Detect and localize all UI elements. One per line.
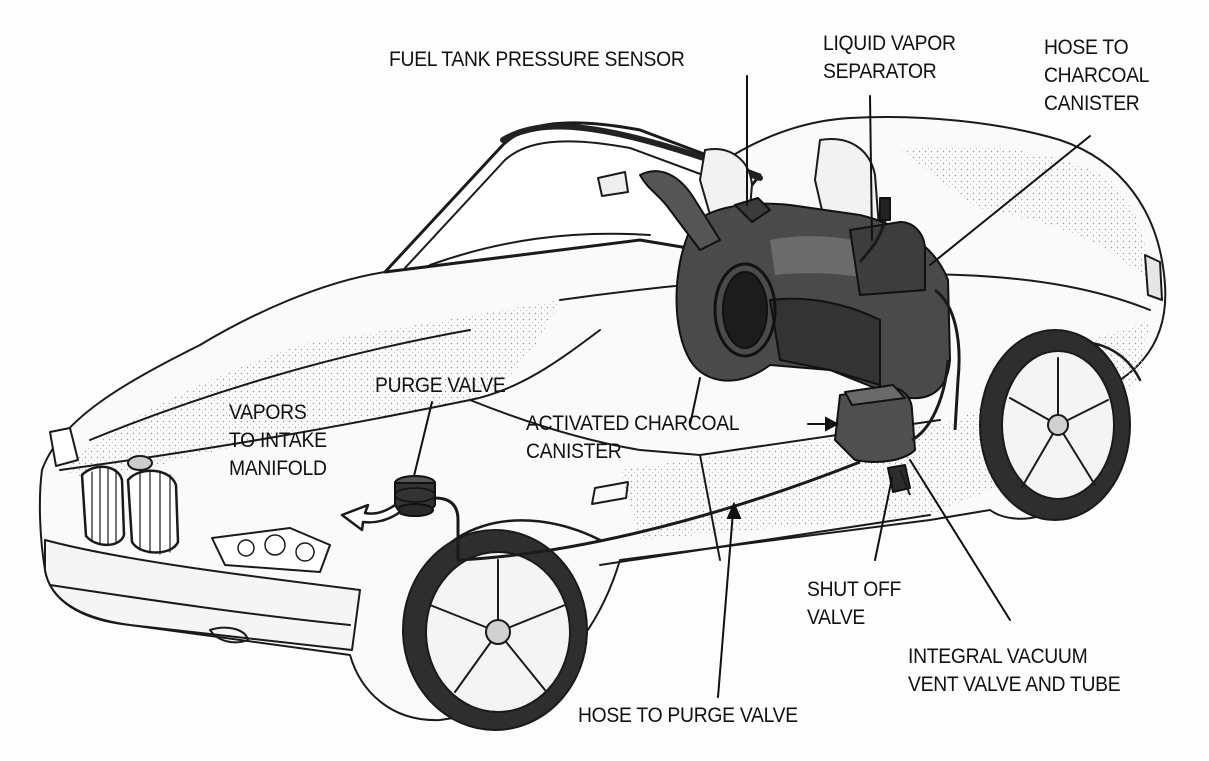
fuel-tank-lower (769, 297, 881, 386)
vapor-flow-arrow (340, 503, 402, 532)
rear-view-mirror (597, 171, 629, 197)
charcoal-canister-top (844, 384, 906, 406)
hose-canister-to-tank (911, 359, 950, 442)
fender-line (469, 399, 641, 451)
evap-hoses (434, 219, 961, 562)
hose-purge-to-canister (434, 460, 861, 562)
label-fuel-tank-pressure-sensor: FUEL TANK PRESSURE SENSOR (389, 48, 685, 71)
bumper-line (49, 584, 351, 626)
label-liquid-vapor-separator: LIQUID VAPOR SEPARATOR (823, 32, 956, 83)
body-shading-hood (60, 300, 560, 477)
label-activated-charcoal-canister: ACTIVATED CHARCOAL CANISTER (526, 412, 740, 463)
headlight-lamps (237, 534, 315, 562)
label-hose-to-purge-valve: HOSE TO PURGE VALVE (578, 704, 798, 727)
leader-hose-arrowhead (726, 501, 742, 519)
leader-shut-off-valve (874, 477, 893, 561)
kidney-grille-left (80, 465, 126, 547)
leader-activated-charcoal-canister (689, 377, 701, 426)
leader-integral-vacuum-vent (909, 459, 1011, 621)
side-gill (591, 481, 629, 505)
fog-light (209, 626, 249, 644)
front-bumper (44, 539, 361, 651)
hose-vacuum-vent (899, 469, 911, 496)
purge-valve-assembly (394, 475, 436, 517)
fuel-filler-neck (722, 271, 768, 349)
hood-crease (89, 329, 471, 441)
leader-hose-to-charcoal-canister (929, 135, 1091, 266)
leader-liquid-vapor-separator (869, 95, 873, 241)
purge-valve-base (396, 503, 434, 517)
label-integral-vacuum-vent-valve: INTEGRAL VACUUM VENT VALVE AND TUBE (908, 645, 1121, 696)
hose-tank-vent (934, 288, 961, 431)
liquid-vapor-separator-body (849, 221, 926, 296)
rear-hub (1047, 414, 1069, 436)
front-hub (485, 619, 511, 645)
label-vapors-to-intake-manifold: VAPORS TO INTAKE MANIFOLD (229, 401, 327, 480)
fuel-filler-pipe (639, 170, 721, 251)
fuel-filler-rim (713, 262, 777, 358)
dashboard (429, 232, 651, 266)
separator-cap (879, 197, 891, 221)
grille-slats (91, 466, 171, 555)
body-shading-side (620, 320, 1150, 540)
label-purge-valve: PURGE VALVE (375, 374, 506, 397)
tail-light (1144, 254, 1163, 301)
headlight-right (211, 527, 331, 573)
leader-canister-arrowhead (825, 416, 840, 432)
windshield-inner (404, 140, 731, 269)
headlight-left (49, 427, 79, 467)
label-hose-to-charcoal-canister: HOSE TO CHARCOAL CANISTER (1044, 36, 1150, 115)
label-shut-off-valve: SHUT OFF VALVE (807, 578, 902, 629)
purge-valve-ring (394, 487, 436, 503)
hose-separator (858, 219, 887, 263)
charcoal-canister (834, 387, 916, 463)
pressure-sensor-body (734, 197, 771, 223)
leader-purge-valve (413, 401, 433, 477)
sill-line (599, 514, 931, 566)
leader-hose-to-purge-valve (717, 511, 734, 698)
body-shading-rear (900, 146, 1150, 285)
badge-emblem (127, 455, 153, 471)
